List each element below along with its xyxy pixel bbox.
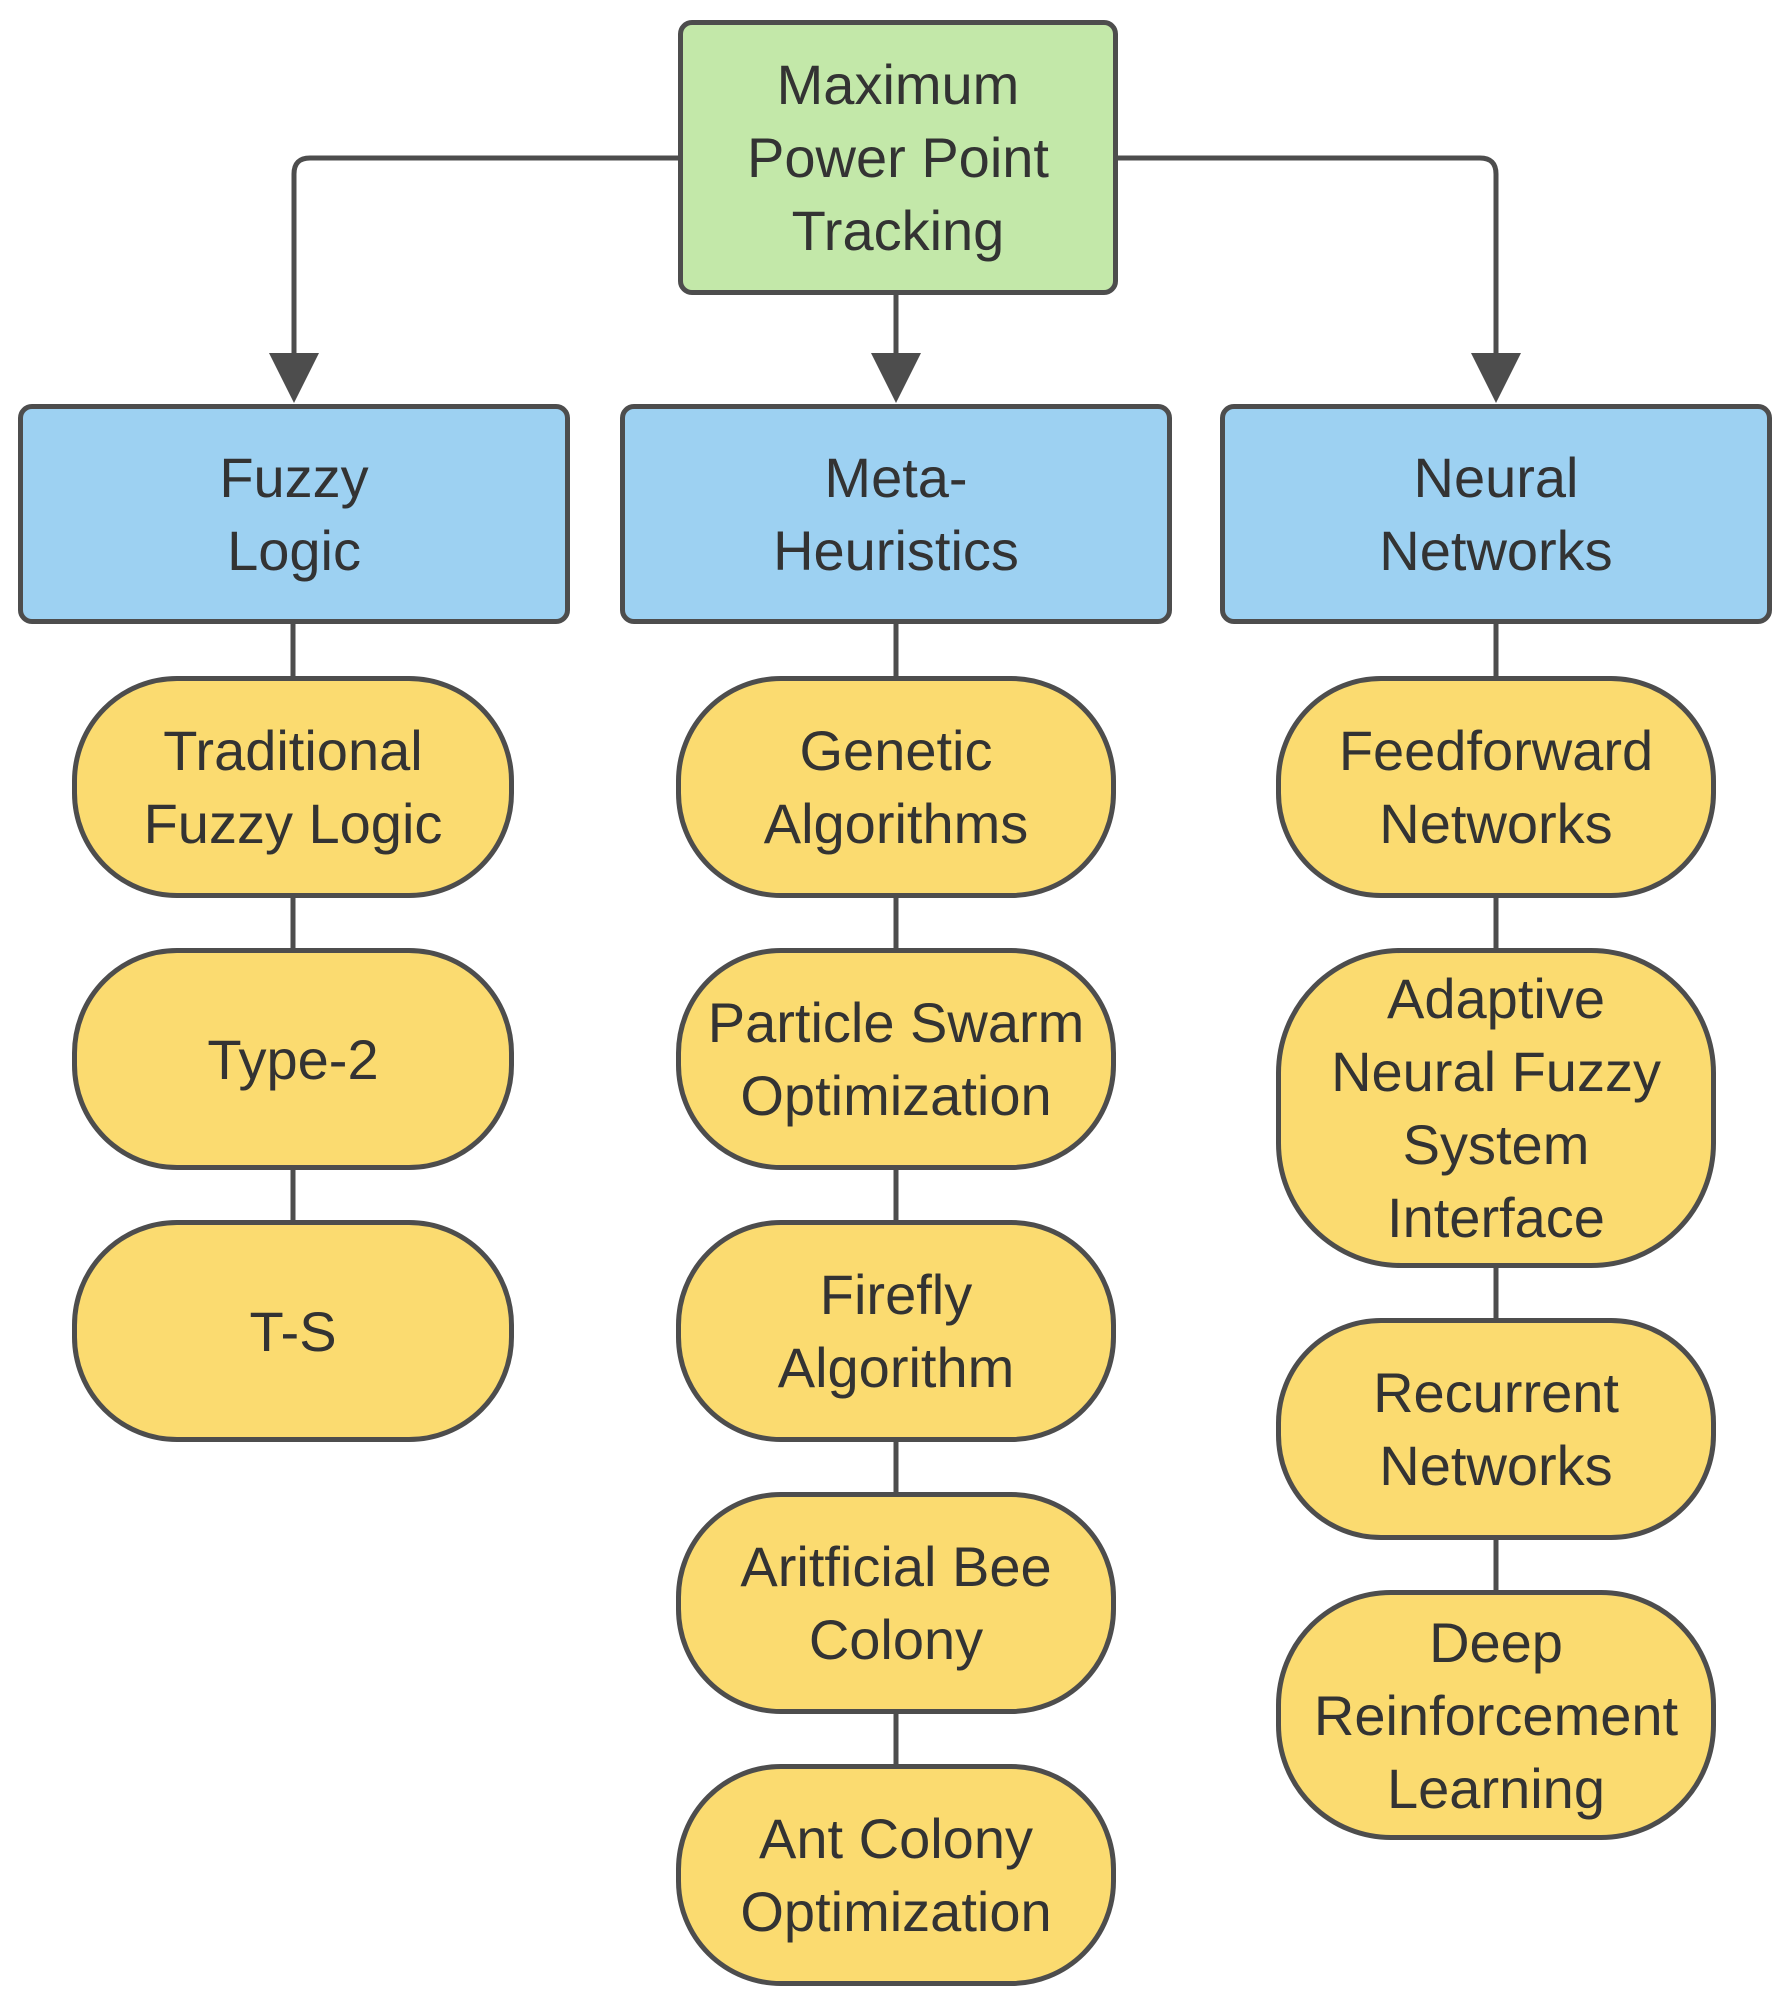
leaf-node-line: Adaptive (1387, 967, 1605, 1030)
leaf-node-line: Aritficial Bee (740, 1535, 1052, 1598)
leaf-node-line: Feedforward (1338, 719, 1654, 782)
leaf-node-line: Algorithm (777, 1336, 1015, 1399)
leaf-node-line: Firefly (819, 1263, 973, 1326)
root-node-mppt: Maximum Power Point Tracking (678, 20, 1118, 295)
root-node-line: Maximum (776, 53, 1020, 116)
leaf-node-line: Deep (1429, 1610, 1563, 1674)
leaf-node-genetic-algorithms: Genetic Algorithms (676, 676, 1116, 898)
leaf-node-particle-swarm-optimization: Particle Swarm Optimization (676, 948, 1116, 1170)
leaf-node-line: Algorithms (763, 792, 1029, 855)
leaf-node-line: Genetic (799, 719, 993, 782)
leaf-node-t-s: T-S (72, 1220, 514, 1442)
leaf-node-firefly-algorithm: Firefly Algorithm (676, 1220, 1116, 1442)
leaf-node-line: Interface (1387, 1186, 1605, 1249)
arrow-root-to-fuzzy-logic (269, 155, 678, 403)
leaf-node-line: Reinforcement (1313, 1683, 1679, 1747)
root-node-line: Power Point (747, 126, 1049, 189)
leaf-node-line: Neural Fuzzy (1331, 1040, 1661, 1103)
leaf-node-line: Colony (808, 1608, 984, 1671)
category-node-line: Networks (1379, 519, 1613, 582)
leaf-node-feedforward-networks: Feedforward Networks (1276, 676, 1716, 898)
category-node-line: Heuristics (773, 519, 1019, 582)
leaf-node-line: Optimization (740, 1064, 1052, 1127)
leaf-node-line: T-S (249, 1299, 337, 1363)
leaf-node-line: Particle Swarm (707, 991, 1085, 1054)
leaf-node-ant-colony-optimization: Ant Colony Optimization (676, 1764, 1116, 1986)
leaf-node-artificial-bee-colony: Aritficial Bee Colony (676, 1492, 1116, 1714)
leaf-node-traditional-fuzzy-logic: Traditional Fuzzy Logic (72, 676, 514, 898)
leaf-node-line: Ant Colony (759, 1807, 1033, 1870)
category-node-neural-networks: Neural Networks (1220, 404, 1772, 624)
category-node-line: Meta- (824, 446, 968, 509)
leaf-node-line: Fuzzy Logic (143, 792, 443, 855)
category-node-fuzzy-logic: Fuzzy Logic (18, 404, 570, 624)
leaf-node-line: Traditional (163, 719, 423, 782)
leaf-node-recurrent-networks: Recurrent Networks (1276, 1318, 1716, 1540)
leaf-node-adaptive-neural-fuzzy-system-interface: Adaptive Neural Fuzzy System Interface (1276, 948, 1716, 1268)
leaf-node-type-2: Type-2 (72, 948, 514, 1170)
category-node-line: Fuzzy (219, 446, 369, 509)
leaf-node-line: Type-2 (207, 1027, 379, 1091)
category-node-meta-heuristics: Meta- Heuristics (620, 404, 1172, 624)
leaf-node-line: Recurrent (1373, 1361, 1619, 1424)
leaf-node-line: Networks (1379, 1434, 1613, 1497)
category-node-line: Neural (1413, 446, 1579, 509)
leaf-node-line: System (1402, 1113, 1590, 1176)
leaf-node-line: Optimization (740, 1880, 1052, 1943)
leaf-node-deep-reinforcement-learning: Deep Reinforcement Learning (1276, 1590, 1716, 1840)
leaf-node-line: Learning (1387, 1756, 1605, 1820)
category-node-line: Logic (227, 519, 361, 582)
root-node-line: Tracking (791, 199, 1005, 262)
arrow-root-to-neural-networks (1118, 155, 1521, 403)
leaf-node-line: Networks (1379, 792, 1613, 855)
